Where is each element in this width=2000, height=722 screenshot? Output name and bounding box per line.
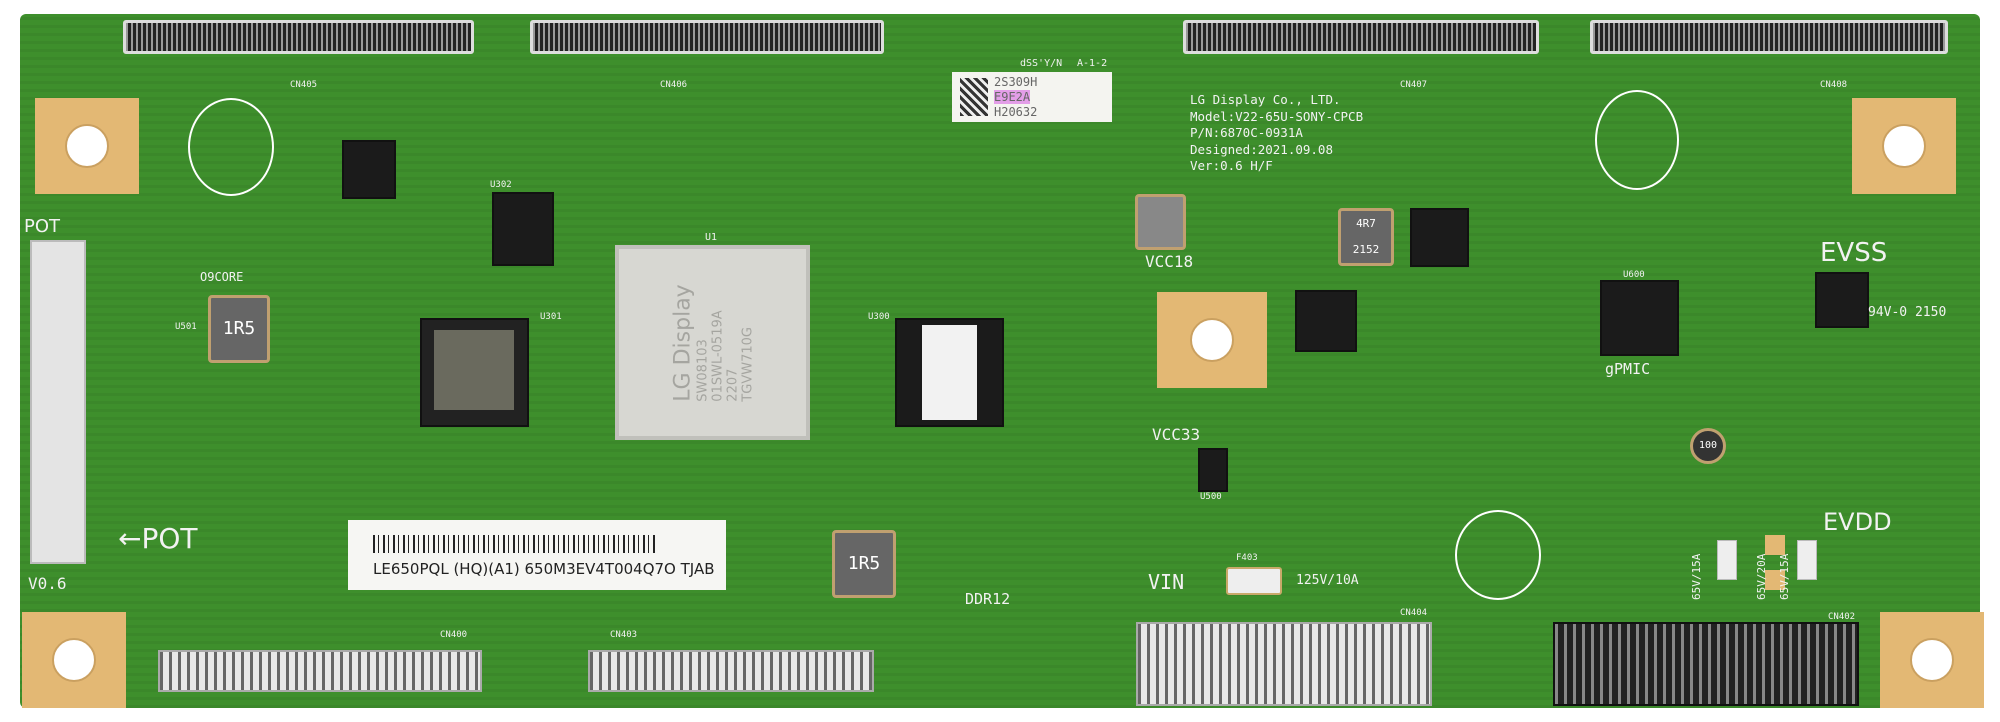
cn406-label: CN406 bbox=[660, 80, 688, 90]
f403-label: F403 bbox=[1236, 553, 1258, 563]
sticker-line: H20632 bbox=[994, 105, 1038, 119]
u501-label: U501 bbox=[175, 322, 197, 332]
ddr-chip bbox=[895, 318, 1004, 427]
o9core-label: O9CORE bbox=[200, 270, 244, 284]
chip bbox=[1295, 290, 1357, 352]
barcode-label: LE650PQL (HQ)(A1) 650M3EV4T004Q7O TJAB bbox=[348, 520, 726, 590]
model: Model:V22-65U-SONY-CPCB bbox=[1190, 108, 1364, 124]
ddr-chip bbox=[420, 318, 529, 427]
board-info: LG Display Co., LTD. Model:V22-65U-SONY-… bbox=[1190, 92, 1363, 175]
silkscreen-circle bbox=[1455, 510, 1541, 600]
soc-ref: U1 bbox=[705, 232, 718, 243]
connector-cn402 bbox=[1553, 622, 1859, 706]
chip bbox=[1815, 272, 1869, 328]
serial-sticker: 2S309H E9E2A H20632 bbox=[952, 72, 1112, 122]
inductor-l500: 1R5 bbox=[208, 295, 270, 363]
barcode bbox=[373, 535, 658, 553]
sticker-line: 2S309H bbox=[994, 75, 1038, 89]
chip bbox=[1410, 208, 1469, 267]
u500-label: U500 bbox=[1200, 492, 1222, 502]
evss-label: EVSS bbox=[1820, 238, 1888, 268]
inductor-l601: 4R7 2152 bbox=[1338, 208, 1394, 266]
cn407-label: CN407 bbox=[1400, 80, 1428, 90]
chip bbox=[342, 140, 396, 199]
cn403-label: CN403 bbox=[610, 630, 638, 640]
inductor bbox=[1135, 194, 1186, 250]
cn408-label: CN408 bbox=[1820, 80, 1848, 90]
u301-label: U301 bbox=[540, 312, 562, 322]
soc-line: TGVW710G bbox=[740, 326, 755, 402]
version: Ver:0.6 H/F bbox=[1190, 158, 1273, 173]
mounting-hole bbox=[35, 98, 139, 194]
sticker-tag: A-1-2 bbox=[1077, 58, 1108, 69]
chip-u600 bbox=[1600, 280, 1679, 356]
connector-cn403 bbox=[588, 650, 874, 692]
pot-arrow-label: ←POT bbox=[118, 522, 198, 555]
pot-label: POT bbox=[24, 216, 61, 237]
fuse-f402 bbox=[1765, 535, 1785, 555]
barcode-text: LE650PQL (HQ)(A1) 650M3EV4T004Q7O TJAB bbox=[373, 560, 715, 578]
fuse-f403 bbox=[1226, 567, 1282, 595]
connector-cn400 bbox=[158, 650, 482, 692]
evdd-label: EVDD bbox=[1823, 508, 1892, 536]
version-edge: V0.6 bbox=[28, 574, 67, 593]
ul-mark: 94V-0 2150 bbox=[1868, 305, 1947, 320]
chip-u302 bbox=[492, 192, 554, 266]
cn405-label: CN405 bbox=[290, 80, 318, 90]
vcc18-label: VCC18 bbox=[1145, 252, 1194, 271]
fuse-f400 bbox=[1797, 540, 1817, 580]
f400-rating: 65V/15A bbox=[1778, 553, 1791, 600]
soc-line: 01SWL-0519A bbox=[710, 309, 725, 402]
designed-date: Designed:2021.09.08 bbox=[1190, 141, 1333, 157]
mounting-hole bbox=[22, 612, 126, 708]
soc-brand: LG Display bbox=[670, 283, 695, 402]
connector-cn407 bbox=[1183, 20, 1539, 54]
u300-label: U300 bbox=[868, 312, 890, 322]
connector-cn408 bbox=[1590, 20, 1948, 54]
u600-label: U600 bbox=[1623, 270, 1645, 280]
soc-chip: LG Display SW08103 01SWL-0519A 2207 TGVW… bbox=[615, 245, 810, 440]
inductor-l602: 100 bbox=[1690, 428, 1726, 464]
connector-cn405 bbox=[123, 20, 474, 54]
cn400-label: CN400 bbox=[440, 630, 468, 640]
sticker-tag2: dSS'Y/N bbox=[1020, 58, 1063, 69]
connector-cn404 bbox=[1136, 622, 1432, 706]
fuse-f401 bbox=[1717, 540, 1737, 580]
cn404-label: CN404 bbox=[1400, 608, 1428, 618]
f402-rating: 65V/20A bbox=[1755, 553, 1768, 600]
inductor-l502: 1R5 bbox=[832, 530, 896, 598]
vin-label: VIN bbox=[1148, 570, 1185, 594]
fuse-rating: 125V/10A bbox=[1296, 573, 1359, 588]
silkscreen-circle bbox=[188, 98, 274, 196]
gpmic-label: gPMIC bbox=[1605, 360, 1651, 378]
regulator-u500 bbox=[1198, 448, 1228, 492]
sticker-line: E9E2A bbox=[994, 90, 1031, 104]
datamatrix-code bbox=[960, 78, 988, 116]
mounting-hole bbox=[1880, 612, 1984, 708]
connector-cn406 bbox=[530, 20, 884, 54]
fuse-f402-pad bbox=[1765, 570, 1785, 590]
vcc33-label: VCC33 bbox=[1152, 425, 1201, 444]
f401-rating: 65V/15A bbox=[1690, 553, 1703, 600]
mounting-hole bbox=[1852, 98, 1956, 194]
part-number: P/N:6870C-0931A bbox=[1190, 125, 1303, 140]
u302-label: U302 bbox=[490, 180, 512, 190]
connector-pot bbox=[30, 240, 86, 564]
soc-line: SW08103 bbox=[695, 338, 710, 402]
mounting-hole bbox=[1157, 292, 1267, 388]
silkscreen-circle bbox=[1595, 90, 1679, 190]
cn402-label: CN402 bbox=[1828, 612, 1856, 622]
ddr12-label: DDR12 bbox=[965, 590, 1011, 608]
soc-line: 2207 bbox=[725, 368, 740, 402]
manufacturer: LG Display Co., LTD. bbox=[1190, 92, 1341, 107]
